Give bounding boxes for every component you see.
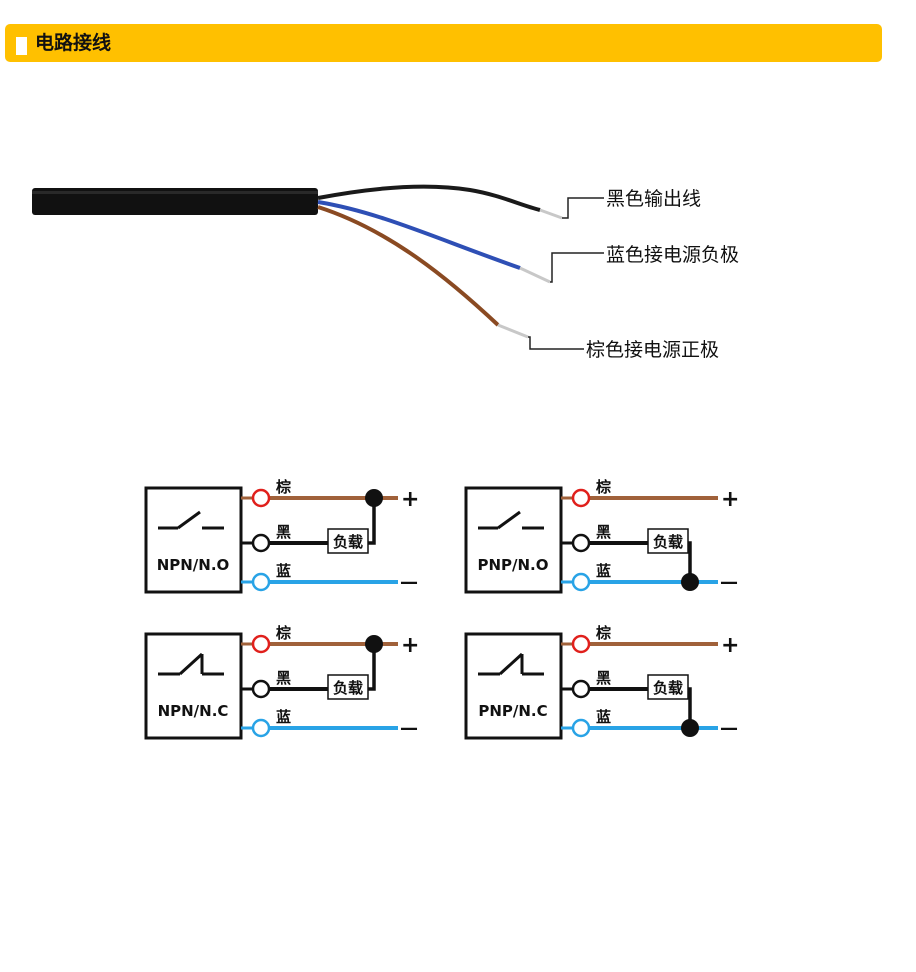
schematic-pnp-no: PNP/N.O 棕 黑 蓝 负载 + —: [464, 478, 739, 594]
blue-wire-tip: [519, 266, 551, 284]
switch-symbol-open: [478, 510, 544, 530]
plus-sign: +: [721, 487, 739, 512]
schematic-npn-nc: NPN/N.C 棕 黑 蓝 负载 + —: [144, 624, 419, 740]
sensor-box: [144, 632, 243, 740]
label-blue: 蓝: [276, 562, 291, 580]
black-wire-label: 黑色输出线: [606, 188, 701, 210]
switch-symbol-open: [158, 510, 224, 530]
load-connection: [368, 644, 376, 691]
terminal-brown: [251, 488, 271, 508]
blue-wire-label: 蓝色接电源负极: [606, 244, 739, 266]
terminal-blue: [571, 572, 591, 592]
terminal-black: [251, 533, 271, 553]
terminal-black: [571, 533, 591, 553]
load-box: [327, 528, 369, 554]
brown-wire: [317, 205, 500, 327]
label-brown: 棕: [276, 624, 291, 642]
terminal-black: [571, 679, 591, 699]
minus-sign: —: [400, 718, 418, 739]
switch-symbol-closed: [478, 652, 544, 676]
sensor-type: PNP/N.C: [478, 702, 547, 720]
terminal-blue: [251, 572, 271, 592]
sensor-type: PNP/N.O: [477, 556, 548, 574]
load-box: [647, 528, 689, 554]
load-connection: [688, 687, 692, 728]
terminal-black: [251, 679, 271, 699]
label-blue: 蓝: [596, 708, 611, 726]
brown-wire-tip: [497, 323, 529, 339]
sensor-type: NPN/N.O: [157, 556, 230, 574]
terminal-brown: [571, 488, 591, 508]
minus-sign: —: [720, 718, 738, 739]
junction-dot: [365, 489, 383, 507]
sensor-type: NPN/N.C: [158, 702, 229, 720]
terminal-blue: [251, 718, 271, 738]
load-connection: [368, 498, 376, 545]
label-blue: 蓝: [276, 708, 291, 726]
label-black: 黑: [596, 669, 611, 687]
load-box: [327, 674, 369, 700]
schematic-pnp-nc: PNP/N.C 棕 黑 蓝 负载 + —: [464, 624, 739, 740]
blue-leader: [550, 252, 604, 283]
terminal-brown: [251, 634, 271, 654]
junction-dot: [681, 573, 699, 591]
black-wire-tip: [539, 208, 563, 220]
plus-sign: +: [721, 633, 739, 658]
cable-illustration: 黑色输出线 蓝色接电源负极 棕色接电源正极: [32, 184, 739, 361]
label-brown: 棕: [276, 478, 291, 496]
section-title: 电路接线: [35, 32, 112, 54]
load-label: 负载: [653, 533, 683, 551]
minus-sign: —: [720, 572, 738, 593]
label-black: 黑: [276, 669, 291, 687]
brown-leader: [528, 336, 584, 350]
junction-dot: [365, 635, 383, 653]
load-connection: [688, 541, 692, 582]
label-brown: 棕: [596, 478, 611, 496]
terminal-brown: [571, 634, 591, 654]
plus-sign: +: [401, 633, 419, 658]
cable-jacket-highlight: [32, 191, 318, 194]
sensor-box: [144, 486, 243, 594]
label-black: 黑: [596, 523, 611, 541]
terminal-blue: [571, 718, 591, 738]
load-box: [647, 674, 689, 700]
black-leader: [562, 197, 604, 219]
header-marker: [16, 37, 27, 55]
plus-sign: +: [401, 487, 419, 512]
load-label: 负载: [333, 679, 363, 697]
cable-jacket: [32, 188, 318, 215]
brown-wire-label: 棕色接电源正极: [586, 339, 719, 361]
junction-dot: [681, 719, 699, 737]
blue-wire: [317, 200, 521, 270]
section-header: 电路接线: [5, 24, 882, 62]
sensor-box: [464, 486, 563, 594]
load-label: 负载: [333, 533, 363, 551]
label-black: 黑: [276, 523, 291, 541]
label-blue: 蓝: [596, 562, 611, 580]
schematic-npn-no: NPN/N.O 棕 黑 蓝 负载 + —: [144, 478, 419, 594]
switch-symbol-closed: [158, 652, 224, 676]
minus-sign: —: [400, 572, 418, 593]
label-brown: 棕: [596, 624, 611, 642]
sensor-box: [464, 632, 563, 740]
black-wire: [317, 184, 541, 212]
load-label: 负载: [653, 679, 683, 697]
